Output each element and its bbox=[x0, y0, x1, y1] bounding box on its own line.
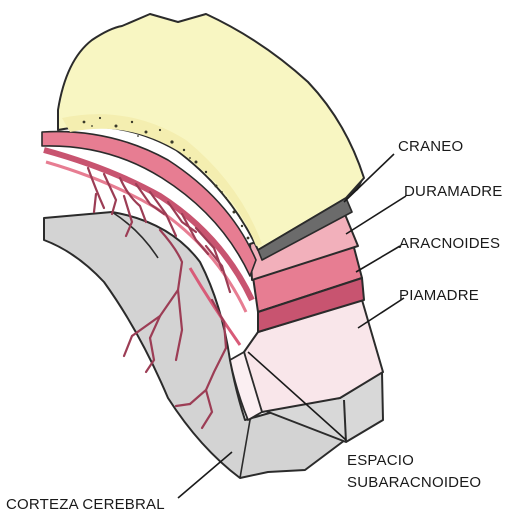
bone-pore bbox=[170, 140, 173, 143]
bone-pore bbox=[99, 117, 101, 119]
aracnoides-leader bbox=[356, 246, 400, 272]
label-aracnoides: ARACNOIDES bbox=[399, 235, 500, 252]
label-espacio-line1: ESPACIO bbox=[347, 452, 414, 469]
duramadre-leader bbox=[346, 196, 406, 234]
bone-pore bbox=[145, 131, 148, 134]
bone-pore bbox=[115, 125, 118, 128]
vessel bbox=[104, 174, 116, 214]
bone-pore bbox=[233, 211, 236, 214]
bone-pore bbox=[221, 191, 223, 193]
corteza-leader bbox=[178, 452, 232, 498]
bone-pore bbox=[205, 171, 207, 173]
bone-pore bbox=[225, 197, 227, 199]
bone-pore bbox=[247, 237, 250, 240]
bone-pore bbox=[91, 125, 93, 127]
bone-pore bbox=[83, 121, 86, 124]
label-craneo: CRANEO bbox=[398, 138, 463, 155]
bone-pore bbox=[159, 129, 161, 131]
label-piamadre: PIAMADRE bbox=[399, 287, 479, 304]
label-duramadre: DURAMADRE bbox=[404, 183, 502, 200]
bone-pore bbox=[131, 121, 133, 123]
bone-pore bbox=[239, 217, 241, 219]
label-corteza: CORTEZA CEREBRAL bbox=[6, 496, 165, 513]
bone-pore bbox=[215, 185, 218, 188]
bone-pore bbox=[137, 135, 139, 137]
vessel bbox=[94, 194, 96, 212]
bone-pore bbox=[189, 157, 191, 159]
label-espacio-line2: SUBARACNOIDEO bbox=[347, 474, 481, 491]
bone-pore bbox=[241, 225, 243, 227]
bone-pore bbox=[183, 149, 185, 151]
bone-pore bbox=[195, 161, 198, 164]
